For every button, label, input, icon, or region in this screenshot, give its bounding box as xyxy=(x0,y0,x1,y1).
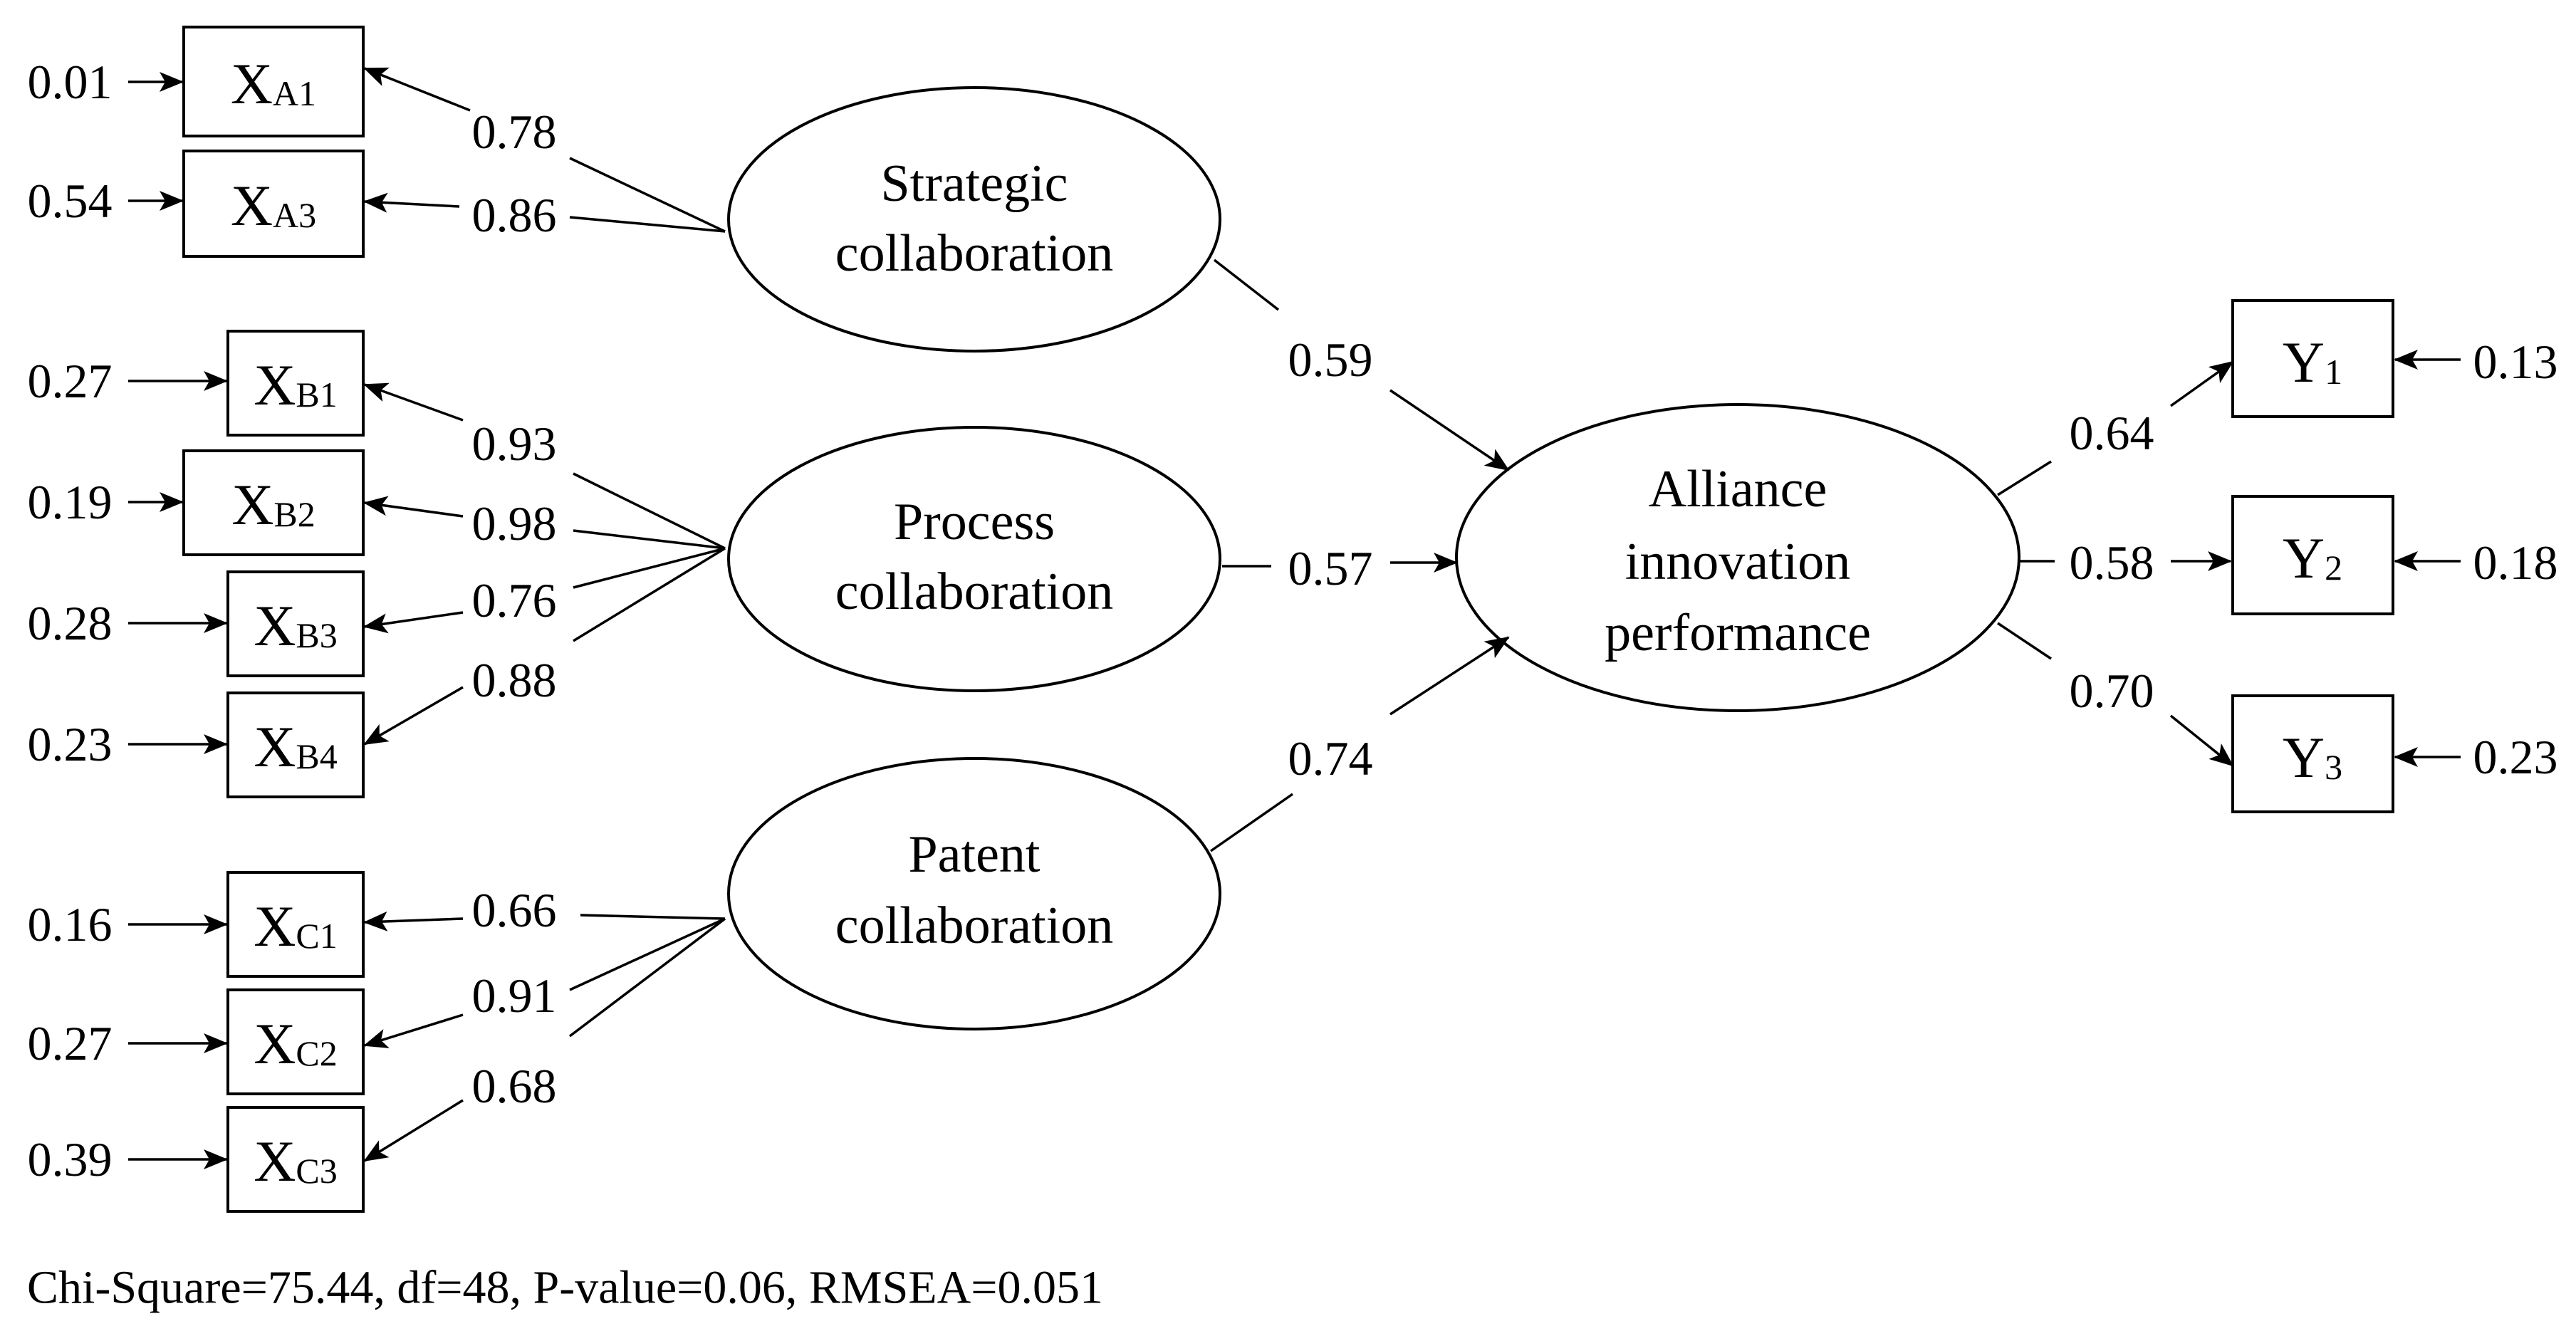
latent-strategic: Strategic collaboration xyxy=(727,86,1221,353)
latent-process: Process collaboration xyxy=(727,426,1221,692)
svg-text:XC2: XC2 xyxy=(254,1011,338,1076)
path-patent: 0.74 xyxy=(1288,731,1373,785)
error-arrows-left xyxy=(128,72,228,1169)
indicator-xa1: XA1 xyxy=(182,26,365,137)
indicator-xb1: XB1 xyxy=(226,330,365,437)
error-value-xb4: 0.23 xyxy=(28,717,113,771)
loading-xc1: 0.66 xyxy=(472,883,557,937)
svg-text:Alliance: Alliance xyxy=(1649,460,1827,518)
loading-xb3: 0.76 xyxy=(472,573,557,627)
loadings-alliance: 0.64 0.58 0.70 xyxy=(1997,360,2234,767)
svg-text:XA3: XA3 xyxy=(231,173,316,238)
latent-patent: Patent collaboration xyxy=(727,757,1221,1030)
svg-text:XC3: XC3 xyxy=(254,1129,338,1194)
svg-text:XB4: XB4 xyxy=(254,714,338,779)
error-value-y2: 0.18 xyxy=(2473,536,2558,590)
latent-alliance: Alliance innovation performance xyxy=(1455,403,2020,712)
svg-text:XB2: XB2 xyxy=(231,472,316,537)
indicator-boxes-left: XA1 XA3 XB1 XB2 XB3 XB4 XC1 XC2 xyxy=(182,26,365,1213)
error-value-xa3: 0.54 xyxy=(28,174,113,228)
loading-y2: 0.58 xyxy=(2070,536,2154,590)
loadings-process: 0.93 0.98 0.76 0.88 xyxy=(363,382,726,746)
indicator-xb4: XB4 xyxy=(226,691,365,798)
indicator-y2: Y2 xyxy=(2231,495,2394,615)
loading-xa3: 0.86 xyxy=(472,188,557,242)
loading-y3: 0.70 xyxy=(2070,664,2154,718)
svg-text:XB3: XB3 xyxy=(254,593,338,658)
svg-text:collaboration: collaboration xyxy=(835,563,1113,621)
error-value-xb1: 0.27 xyxy=(28,354,113,408)
loading-xc3: 0.68 xyxy=(472,1059,557,1113)
svg-text:Patent: Patent xyxy=(909,825,1041,884)
svg-text:Y1: Y1 xyxy=(2283,330,2342,395)
svg-text:Y3: Y3 xyxy=(2283,725,2342,790)
indicator-xc2: XC2 xyxy=(226,988,365,1095)
loading-xc2: 0.91 xyxy=(472,969,557,1023)
svg-text:Strategic: Strategic xyxy=(880,155,1068,213)
svg-text:XC1: XC1 xyxy=(254,894,338,959)
error-value-xb3: 0.28 xyxy=(28,596,113,650)
structural-paths: 0.59 0.57 0.74 xyxy=(1210,259,1510,852)
indicator-xb3: XB3 xyxy=(226,570,365,677)
error-arrows-right: 0.13 0.18 0.23 xyxy=(2394,335,2558,784)
indicator-xb2: XB2 xyxy=(182,449,365,556)
error-value-xc3: 0.39 xyxy=(28,1132,113,1186)
indicator-y3: Y3 xyxy=(2231,694,2394,813)
svg-text:collaboration: collaboration xyxy=(835,224,1113,283)
svg-text:XB1: XB1 xyxy=(254,353,338,417)
loading-xb1: 0.93 xyxy=(472,417,557,471)
loading-xb4: 0.88 xyxy=(472,653,557,707)
indicator-y1: Y1 xyxy=(2231,299,2394,418)
error-value-xc1: 0.16 xyxy=(28,897,113,951)
loading-xa1: 0.78 xyxy=(472,105,557,159)
loadings-patent: 0.66 0.91 0.68 xyxy=(363,883,726,1162)
svg-text:Process: Process xyxy=(894,493,1055,551)
path-strategic: 0.59 xyxy=(1288,333,1373,387)
error-value-xa1: 0.01 xyxy=(28,55,113,109)
error-values-left: 0.01 0.54 0.27 0.19 0.28 0.23 0.16 0.27 … xyxy=(28,55,113,1186)
error-value-y1: 0.13 xyxy=(2473,335,2558,389)
path-process: 0.57 xyxy=(1288,541,1373,595)
svg-text:collaboration: collaboration xyxy=(835,897,1113,955)
error-value-xc2: 0.27 xyxy=(28,1016,113,1070)
svg-text:Y2: Y2 xyxy=(2283,526,2342,590)
svg-text:performance: performance xyxy=(1605,604,1871,662)
svg-text:innovation: innovation xyxy=(1625,533,1851,591)
error-value-xb2: 0.19 xyxy=(28,475,113,529)
indicator-xa3: XA3 xyxy=(182,150,365,258)
loading-xb2: 0.98 xyxy=(472,496,557,550)
indicator-xc1: XC1 xyxy=(226,871,365,978)
fit-statistics: Chi-Square=75.44, df=48, P-value=0.06, R… xyxy=(27,1262,1103,1314)
indicator-xc3: XC3 xyxy=(226,1106,365,1213)
svg-text:XA1: XA1 xyxy=(231,51,316,116)
loadings-strategic: 0.78 0.86 xyxy=(363,67,726,242)
error-value-y3: 0.23 xyxy=(2473,730,2558,784)
loading-y1: 0.64 xyxy=(2070,406,2154,460)
indicator-boxes-right: Y1 Y2 Y3 xyxy=(2231,299,2394,813)
